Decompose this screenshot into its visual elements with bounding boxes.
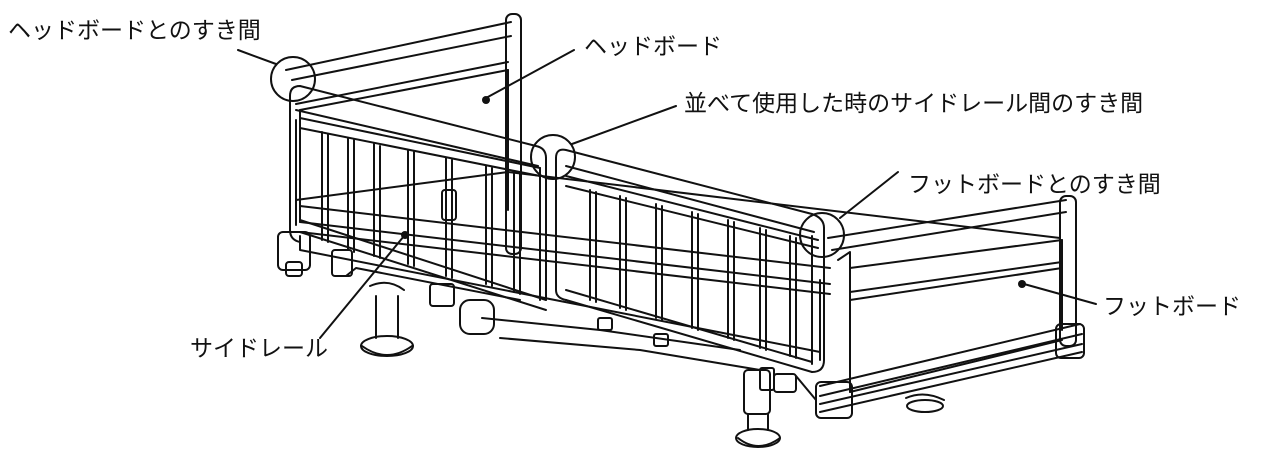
head-legs [277, 231, 761, 371]
headboard-dot [482, 96, 490, 104]
footboard [815, 195, 1085, 419]
footboard-leader [1023, 283, 1097, 305]
rail-gap-label: 並べて使用した時のサイドレール間のすき間 [684, 91, 1144, 117]
headboard-gap-label: ヘッドボードとのすき間 [8, 18, 261, 44]
side-rail-label: サイドレール [190, 336, 328, 362]
footboard-label: フットボード [1103, 294, 1241, 320]
footboard-gap-circle [799, 212, 845, 258]
side-rail-left [289, 85, 547, 311]
footboard-gap-label: フットボードとのすき間 [908, 172, 1161, 198]
footboard-dot [1018, 280, 1026, 288]
side-rail-right [555, 148, 825, 391]
headboard-gap-leader [237, 49, 277, 65]
headboard-gap-circle [270, 56, 316, 102]
footboard-gap-leader [839, 171, 899, 219]
headboard-leader [485, 49, 575, 99]
leader-lines [237, 49, 1097, 339]
side-rail-leader [319, 235, 405, 339]
rail-gap-circle [530, 134, 576, 180]
center-legs [735, 369, 945, 448]
rail-gap-leader [571, 105, 677, 145]
side-rail-dot [401, 231, 409, 239]
mattress-platform [295, 171, 1061, 361]
headboard-label: ヘッドボード [584, 34, 722, 60]
gap-indicators [270, 56, 845, 258]
